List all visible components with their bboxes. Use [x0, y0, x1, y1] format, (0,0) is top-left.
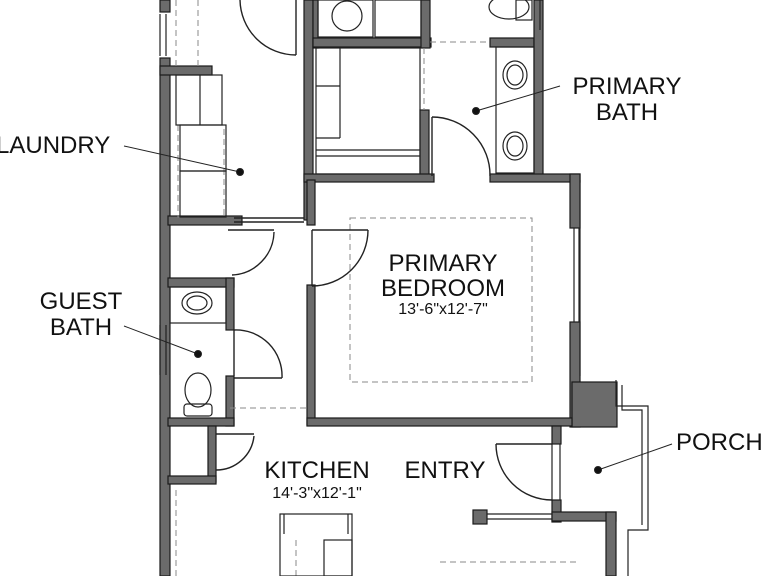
- exterior-west-wall-top: [159, 0, 171, 13]
- primary-bath-label-line2: BATH: [596, 99, 658, 126]
- bedroom-north-wall-east: [489, 173, 581, 183]
- fixtures: [169, 0, 561, 576]
- primary-bedroom-label-line2: BEDROOM: [381, 275, 505, 302]
- wc-east-wall: [420, 0, 431, 49]
- label-leaders: [123, 85, 673, 474]
- bath-east-wall: [533, 0, 544, 181]
- kitchen-dimensions: 14'-3"x12'-1": [272, 485, 362, 502]
- porch-label: PORCH: [676, 429, 763, 456]
- top-toilet-icon: [488, 0, 530, 20]
- top-cabinet-right: [374, 0, 422, 38]
- top-sink-icon: [331, 0, 363, 32]
- exterior-west-wall: [159, 57, 171, 576]
- doors: [215, 0, 553, 501]
- dryer: [179, 170, 227, 218]
- laundry-label: LAUNDRY: [0, 132, 110, 159]
- kitchen-island: [279, 513, 353, 576]
- guest-sink-icon: [181, 291, 213, 315]
- bedroom-south-wall: [306, 417, 573, 427]
- bedroom-rug-outline: [349, 217, 533, 383]
- vanity-sink-lower-icon: [502, 131, 528, 161]
- laundry-cabinet: [175, 74, 223, 126]
- primary-bath-marker: [472, 107, 480, 115]
- guest-bath-label-line2: BATH: [50, 314, 112, 341]
- bedroom-west-wall-top: [306, 179, 316, 226]
- guest-toilet-icon: [184, 372, 212, 408]
- porch-corner-block: [571, 381, 618, 428]
- pantry-south-wall: [167, 475, 217, 485]
- bedroom-east-wall-top: [569, 173, 581, 229]
- laundry-north-wall: [159, 65, 213, 76]
- bath-north-wall: [489, 37, 535, 48]
- room-labels: LAUNDRY PRIMARY BATH PRIMARY BEDROOM 13'…: [0, 73, 763, 502]
- bedroom-west-wall-bottom: [306, 284, 316, 426]
- thin-lines: [159, 0, 649, 576]
- closet-east-wall: [419, 109, 430, 181]
- top-cabinet-left: [317, 0, 374, 38]
- primary-bedroom-label-line1: PRIMARY: [389, 250, 498, 277]
- primary-bedroom-dimensions: 13'-6"x12'-7": [398, 301, 488, 318]
- guest-bath-vanity: [169, 286, 227, 324]
- kitchen-label: KITCHEN: [264, 457, 369, 484]
- porch-east-wall: [605, 511, 617, 576]
- entry-east-wall: [551, 499, 562, 523]
- guest-bath-south-wall: [167, 417, 235, 427]
- laundry-marker: [236, 168, 244, 176]
- wc-south-wall: [312, 37, 432, 48]
- primary-bath-label-line1: PRIMARY: [573, 73, 682, 100]
- closet-shelf-outline: [315, 47, 421, 175]
- guest-bath-east-wall: [225, 277, 235, 331]
- stair-post: [472, 509, 488, 525]
- guest-bath-marker: [194, 350, 202, 358]
- guest-bath-label-line1: GUEST: [40, 288, 123, 315]
- hall-closet-south-wall: [167, 277, 235, 288]
- entry-label: ENTRY: [405, 457, 486, 484]
- entry-north-wall: [551, 425, 562, 445]
- primary-bath-vanity: [495, 46, 535, 174]
- bedroom-north-wall: [303, 173, 435, 183]
- hall-closet-north-wall: [167, 215, 243, 226]
- vanity-sink-upper-icon: [502, 60, 528, 90]
- pantry-east-wall: [207, 425, 217, 483]
- walls: [159, 0, 618, 576]
- porch-marker: [594, 466, 602, 474]
